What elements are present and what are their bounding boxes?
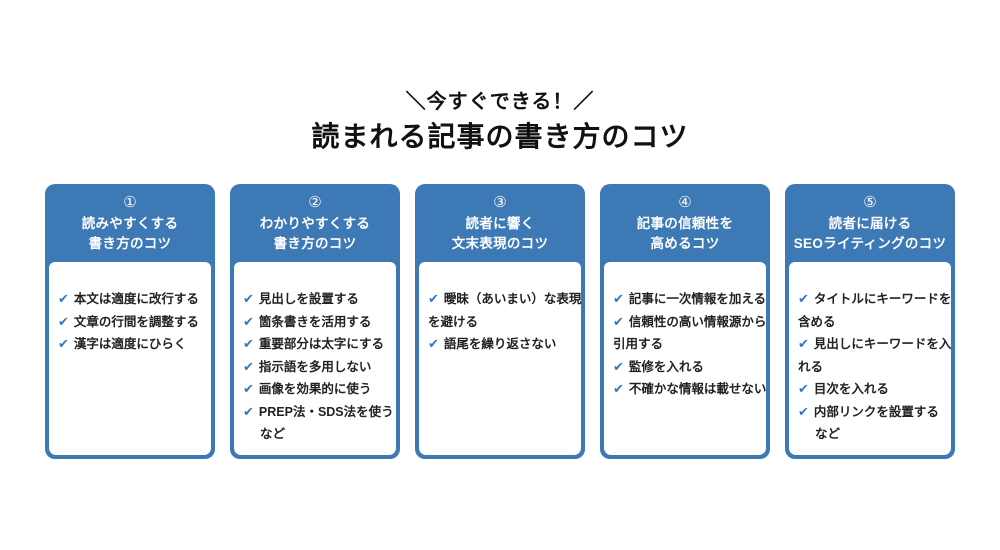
check-icon: ✔ <box>798 291 809 306</box>
card-seo-writing: ⑤ 読者に届ける SEOライティングのコツ ✔ タイトルにキーワードを 含める ✔… <box>785 184 955 459</box>
checklist-item: ✔ 監修を入れる <box>613 356 764 379</box>
checklist-item: ✔ 指示語を多用しない <box>243 356 394 379</box>
card-title-line: 記事の信頼性を <box>636 216 734 231</box>
card-header: ⑤ 読者に届ける SEOライティングのコツ <box>785 184 955 254</box>
card-number: ② <box>308 194 322 211</box>
item-text: 指示語を多用しない <box>258 359 372 374</box>
card-title-line: 文末表現のコツ <box>451 236 549 251</box>
item-text: 不確かな情報は載せない <box>628 382 767 396</box>
card-title-line: 書き方のコツ <box>88 236 172 251</box>
card-body: ✔ 記事に一次情報を加える ✔ 信頼性の高い情報源から 引用する ✔ 監修を入れる ✔… <box>604 262 766 455</box>
check-icon: ✔ <box>243 358 254 374</box>
card-title-line: 読みやすくする <box>81 216 179 231</box>
item-text: PREP法・SDS法を使う <box>258 404 394 419</box>
check-icon: ✔ <box>798 403 809 419</box>
checklist-item: ✔ 記事に一次情報を加える <box>613 288 767 311</box>
checklist-item: ✔ 漢字は適度にひらく <box>58 333 209 356</box>
item-text: 見出しにキーワードを入 <box>813 337 952 351</box>
checklist-item: ✔ PREP法・SDS法を使う <box>243 401 394 424</box>
check-icon: ✔ <box>428 291 439 306</box>
card-body: ✔ 本文は適度に改行する ✔ 文章の行間を調整する ✔ 漢字は適度にひらく <box>49 262 211 455</box>
card-title-line: 書き方のコツ <box>273 236 357 251</box>
checklist-item: ✔ 重要部分は太字にする <box>243 333 394 356</box>
check-icon: ✔ <box>243 313 254 329</box>
card-header: ④ 記事の信頼性を 高めるコツ <box>600 184 770 254</box>
card-title-line: 読者に届ける <box>828 216 912 231</box>
card-body: ✔ 曖昧（あいまい）な表現 を避ける ✔ 語尾を繰り返さない <box>419 262 581 455</box>
checklist-item: ✔ 本文は適度に改行する <box>58 288 209 311</box>
check-icon: ✔ <box>58 313 69 329</box>
card-body: ✔ タイトルにキーワードを 含める ✔ 見出しにキーワードを入 れる ✔ 目次を入れる… <box>789 262 951 455</box>
card-title-line: 読者に響く <box>465 216 535 231</box>
item-text-cont: を避ける <box>428 314 479 329</box>
check-icon: ✔ <box>798 381 809 396</box>
checklist-item: ✔ 不確かな情報は載せない <box>613 378 767 401</box>
checklist-item: ✔ 語尾を繰り返さない <box>428 333 579 356</box>
card-number: ④ <box>678 194 692 211</box>
card-title-line: 高めるコツ <box>650 236 720 251</box>
item-text: 箇条書きを活用する <box>258 314 372 329</box>
item-text: 画像を効果的に使う <box>258 382 372 396</box>
card-body: ✔ 見出しを設置する ✔ 箇条書きを活用する ✔ 重要部分は太字にする ✔ 指示語を多用… <box>234 262 396 455</box>
checklist-item: ✔ 文章の行間を調整する <box>58 311 209 334</box>
check-icon: ✔ <box>613 291 624 306</box>
card-header: ② わかりやすくする 書き方のコツ <box>230 184 400 254</box>
item-text: 記事に一次情報を加える <box>628 292 767 306</box>
checklist-item: ✔ 目次を入れる <box>798 378 949 401</box>
item-text-cont: 含める <box>798 314 836 329</box>
item-text: 語尾を繰り返さない <box>443 337 557 351</box>
card-clarity: ② わかりやすくする 書き方のコツ ✔ 見出しを設置する ✔ 箇条書きを活用する ✔… <box>230 184 400 459</box>
card-readability: ① 読みやすくする 書き方のコツ ✔ 本文は適度に改行する ✔ 文章の行間を調整する… <box>45 184 215 459</box>
item-text: 内部リンクを設置する <box>813 404 939 419</box>
checklist-item: ✔ タイトルにキーワードを <box>798 288 952 311</box>
checklist-item: ✔ 画像を効果的に使う <box>243 378 394 401</box>
checklist-item: ✔ 見出しを設置する <box>243 288 394 311</box>
checklist-item: ✔ 見出しにキーワードを入 <box>798 333 952 356</box>
card-number: ① <box>123 194 137 211</box>
item-text: 漢字は適度にひらく <box>73 337 187 351</box>
check-icon: ✔ <box>243 291 254 306</box>
card-sentence-endings: ③ 読者に響く 文末表現のコツ ✔ 曖昧（あいまい）な表現 を避ける ✔ 語尾を繰り… <box>415 184 585 459</box>
item-text: 監修を入れる <box>628 359 704 374</box>
page-header: ＼今すぐできる！／ 読まれる記事の書き方のコツ <box>0 90 1000 154</box>
check-icon: ✔ <box>243 381 254 396</box>
kicker-text: ＼今すぐできる！／ <box>405 91 595 113</box>
checklist-item: ✔ 内部リンクを設置する <box>798 401 949 424</box>
check-icon: ✔ <box>613 381 624 396</box>
check-icon: ✔ <box>798 336 809 351</box>
item-text: 本文は適度に改行する <box>73 292 199 306</box>
checklist-item: ✔ 信頼性の高い情報源から <box>613 311 767 334</box>
check-icon: ✔ <box>613 358 624 374</box>
card-header: ① 読みやすくする 書き方のコツ <box>45 184 215 254</box>
checklist-item: ✔ 曖昧（あいまい）な表現 <box>428 288 582 311</box>
item-etc: など <box>260 427 286 441</box>
card-number: ⑤ <box>863 194 877 211</box>
check-icon: ✔ <box>243 403 254 419</box>
check-icon: ✔ <box>613 313 624 329</box>
cards-row: ① 読みやすくする 書き方のコツ ✔ 本文は適度に改行する ✔ 文章の行間を調整する… <box>0 184 1000 459</box>
check-icon: ✔ <box>428 336 439 351</box>
card-title-line: SEOライティングのコツ <box>793 236 947 251</box>
item-text-cont: れる <box>798 359 824 374</box>
item-text: 信頼性の高い情報源から <box>628 314 767 329</box>
item-text: 見出しを設置する <box>258 292 359 306</box>
item-text: 曖昧（あいまい）な表現 <box>443 292 582 306</box>
item-text-cont: 引用する <box>613 337 664 351</box>
checklist-item: ✔ 箇条書きを活用する <box>243 311 394 334</box>
item-text: 目次を入れる <box>813 382 889 396</box>
page-title: 読まれる記事の書き方のコツ <box>311 121 689 152</box>
card-number: ③ <box>493 194 507 211</box>
check-icon: ✔ <box>243 336 254 351</box>
item-text: タイトルにキーワードを <box>813 292 952 306</box>
check-icon: ✔ <box>58 336 69 351</box>
item-text: 文章の行間を調整する <box>73 314 199 329</box>
item-etc: など <box>815 427 841 441</box>
card-header: ③ 読者に響く 文末表現のコツ <box>415 184 585 254</box>
card-credibility: ④ 記事の信頼性を 高めるコツ ✔ 記事に一次情報を加える ✔ 信頼性の高い情報源か… <box>600 184 770 459</box>
card-title-line: わかりやすくする <box>259 216 371 231</box>
item-text: 重要部分は太字にする <box>258 337 385 351</box>
check-icon: ✔ <box>58 291 69 306</box>
